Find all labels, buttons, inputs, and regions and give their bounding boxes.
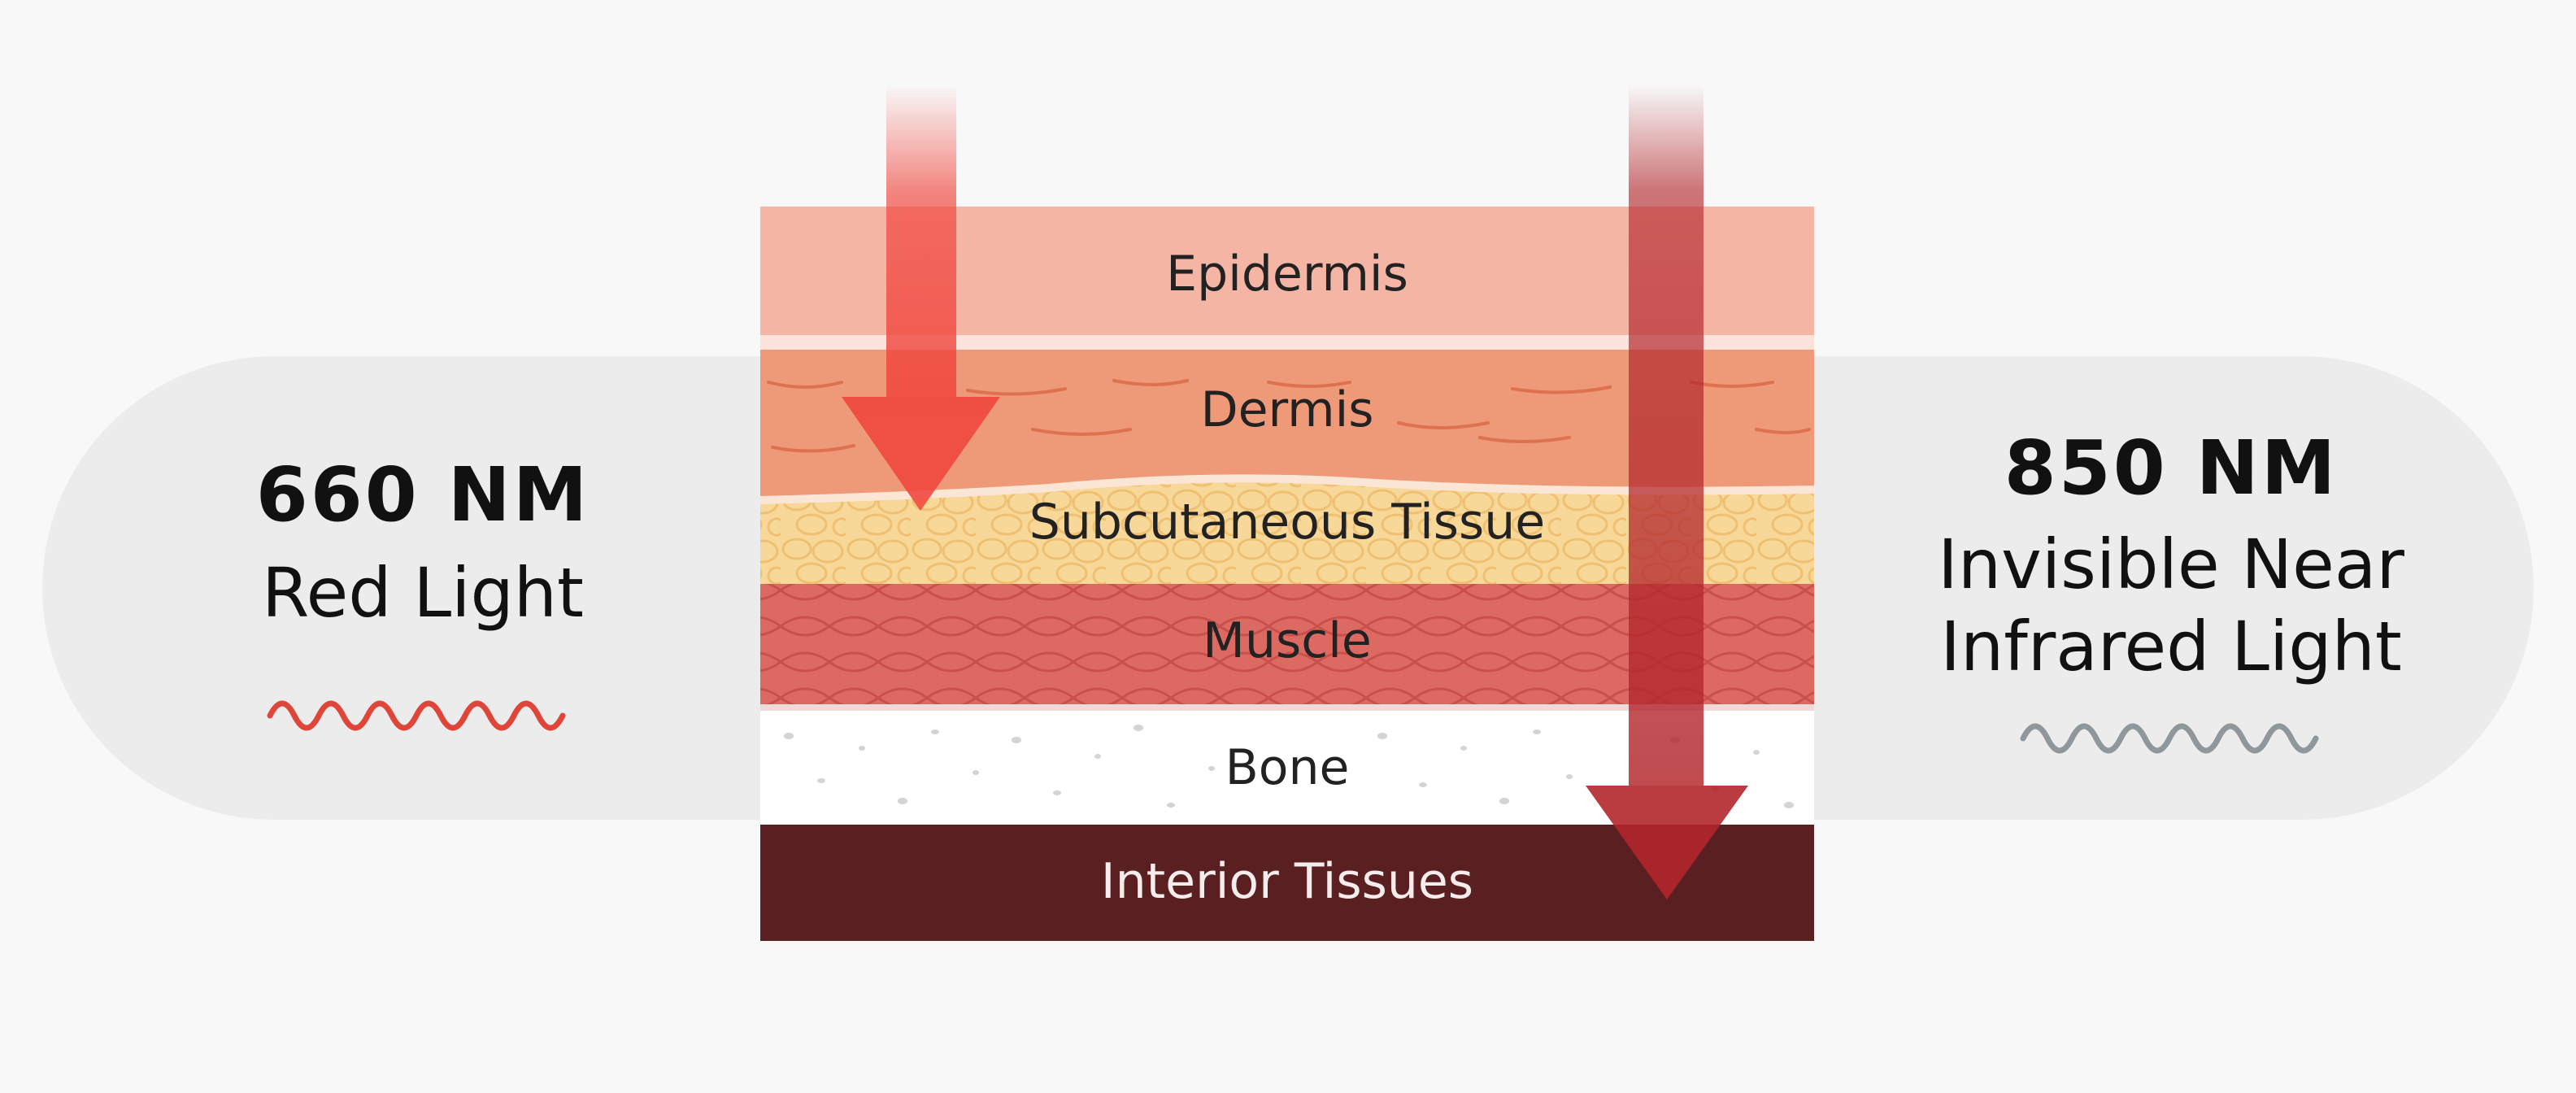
red-light-info: 660 NM Red Light bbox=[163, 454, 683, 634]
epidermis-label: Epidermis bbox=[1166, 246, 1408, 303]
nir-light-label-line2: Infrared Light bbox=[1940, 606, 2402, 686]
bone-label: Bone bbox=[1225, 739, 1350, 796]
nir-light-arrow bbox=[1586, 85, 1748, 899]
nir-light-info: 850 NM Invisible Near Infrared Light bbox=[1870, 427, 2472, 688]
nir-arrow-shaft bbox=[1629, 85, 1704, 789]
red-arrow-head bbox=[842, 397, 1000, 511]
epidermis-dermis-gap bbox=[760, 335, 1814, 350]
nir-wave-icon bbox=[2020, 723, 2319, 754]
nir-wavelength-value: 850 NM bbox=[2004, 425, 2339, 512]
dermis-texture bbox=[767, 379, 1811, 453]
nir-arrow-head bbox=[1586, 786, 1748, 899]
nir-light-label-line1: Invisible Near bbox=[1938, 525, 2404, 605]
subcutaneous-label: Subcutaneous Tissue bbox=[1029, 494, 1546, 551]
red-wave-icon bbox=[267, 700, 566, 731]
dermis-label: Dermis bbox=[1200, 381, 1374, 438]
muscle-label: Muscle bbox=[1203, 612, 1372, 669]
red-light-label: Red Light bbox=[262, 553, 584, 634]
muscle-bone-gap bbox=[760, 704, 1814, 711]
red-wavelength-value: 660 NM bbox=[255, 451, 590, 538]
interior-label: Interior Tissues bbox=[1100, 853, 1474, 910]
red-arrow-shaft bbox=[886, 85, 956, 398]
red-light-arrow bbox=[842, 85, 1000, 511]
